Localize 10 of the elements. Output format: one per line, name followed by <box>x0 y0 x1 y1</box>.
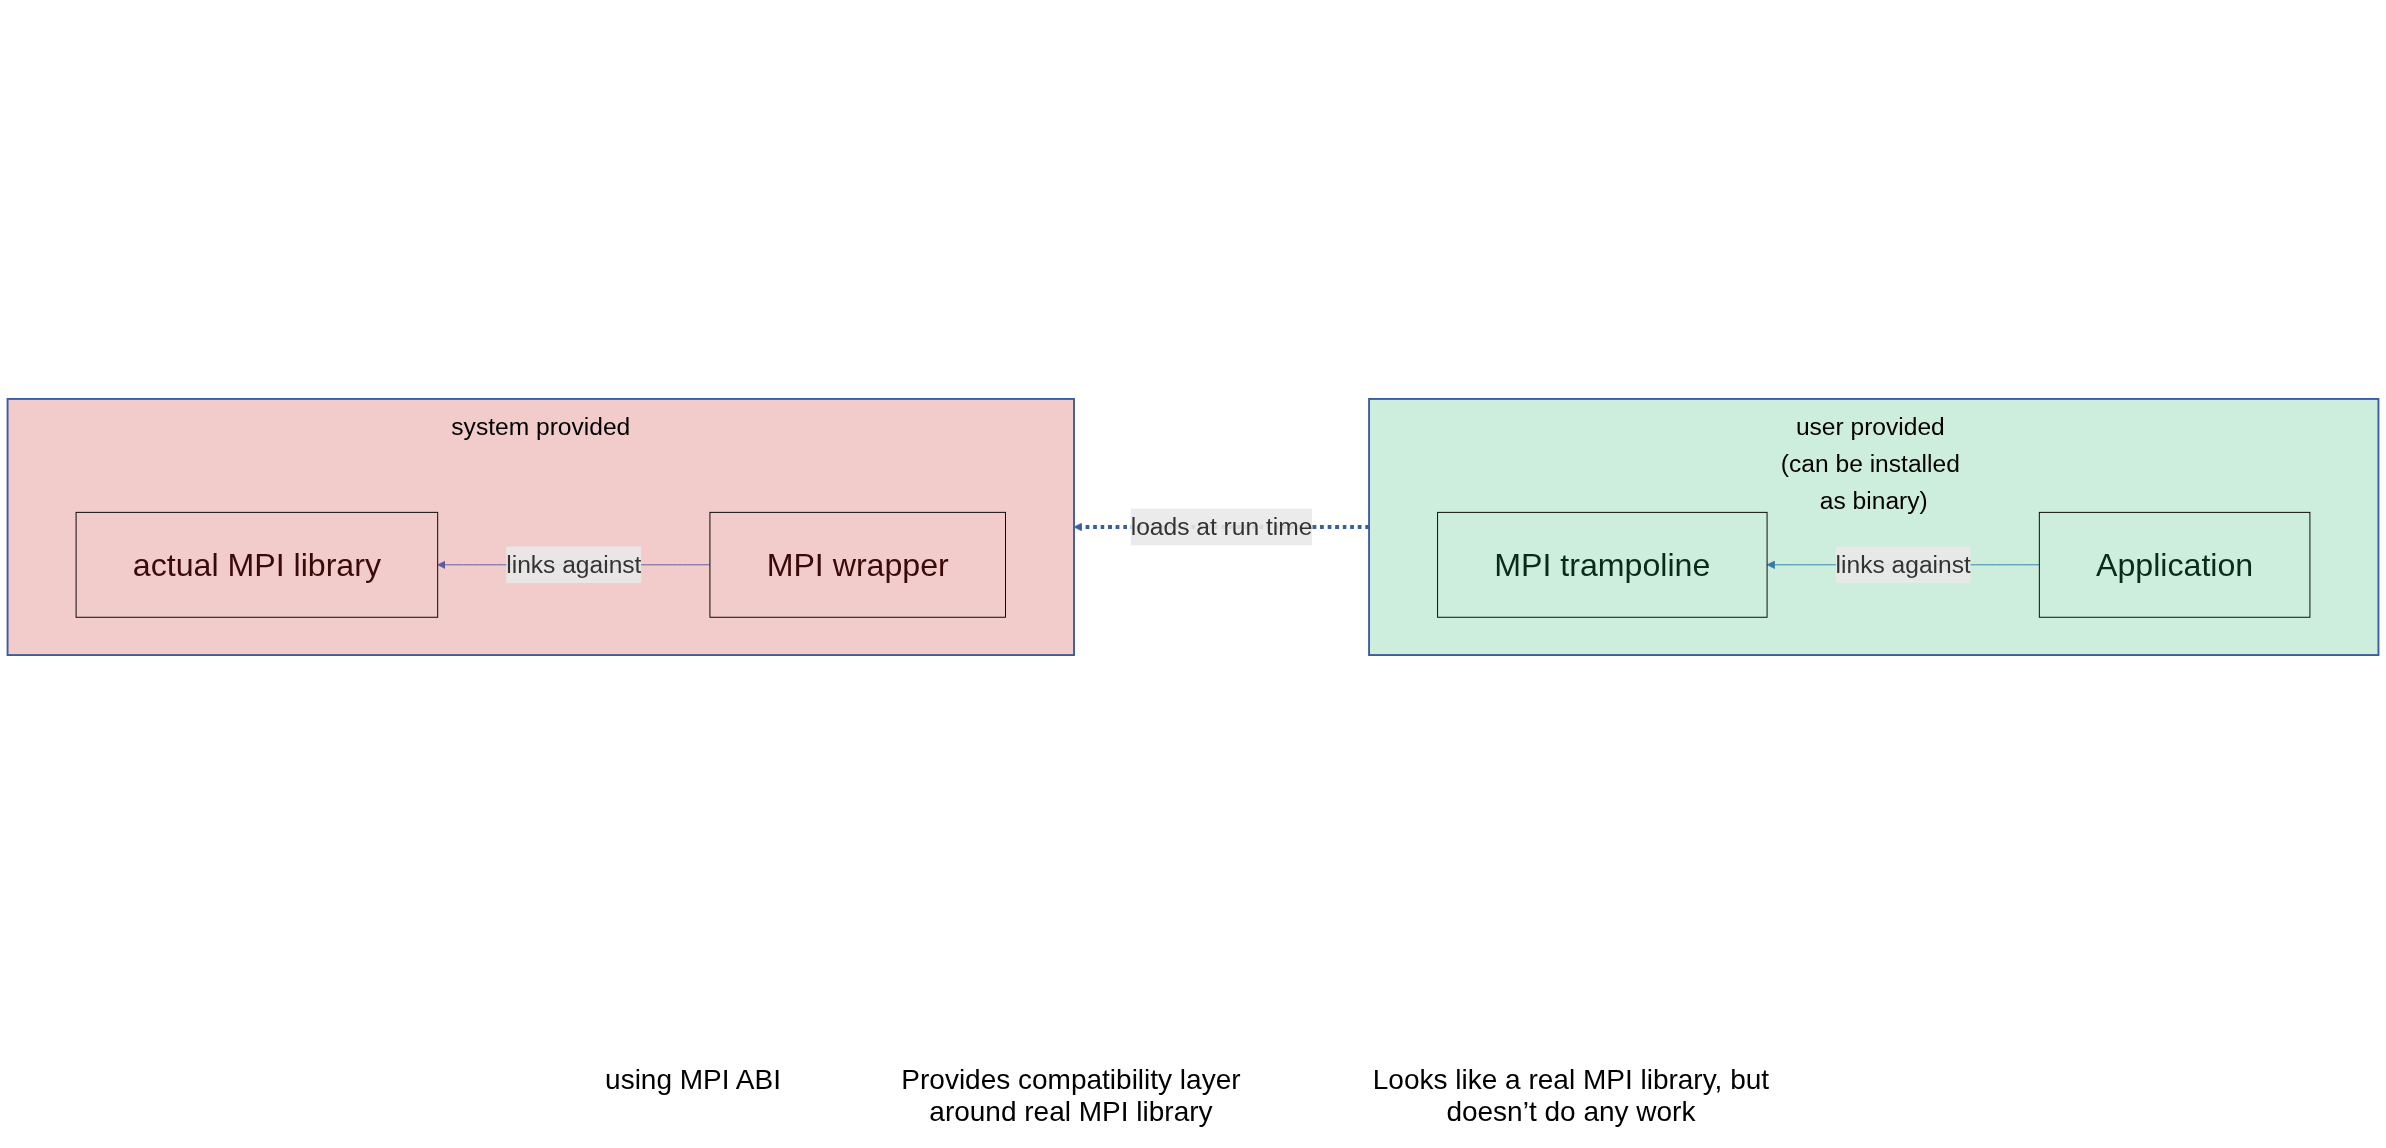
edge-label: links against <box>1835 550 1971 579</box>
note-text: using MPI ABI <box>605 1064 781 1097</box>
node-box: actual MPI library <box>75 511 439 618</box>
node-box: Application <box>2038 511 2311 618</box>
note-text: Looks like a real MPI library, but doesn’t do any work <box>1371 1064 1771 1128</box>
node-box: MPI wrapper <box>709 511 1006 618</box>
note-text: Provides compatibility layer around real MPI library <box>900 1064 1242 1128</box>
edge-label: loads at run time <box>1130 512 1313 541</box>
node-box: MPI trampoline <box>1437 511 1768 618</box>
edge-label: links against <box>506 550 642 579</box>
